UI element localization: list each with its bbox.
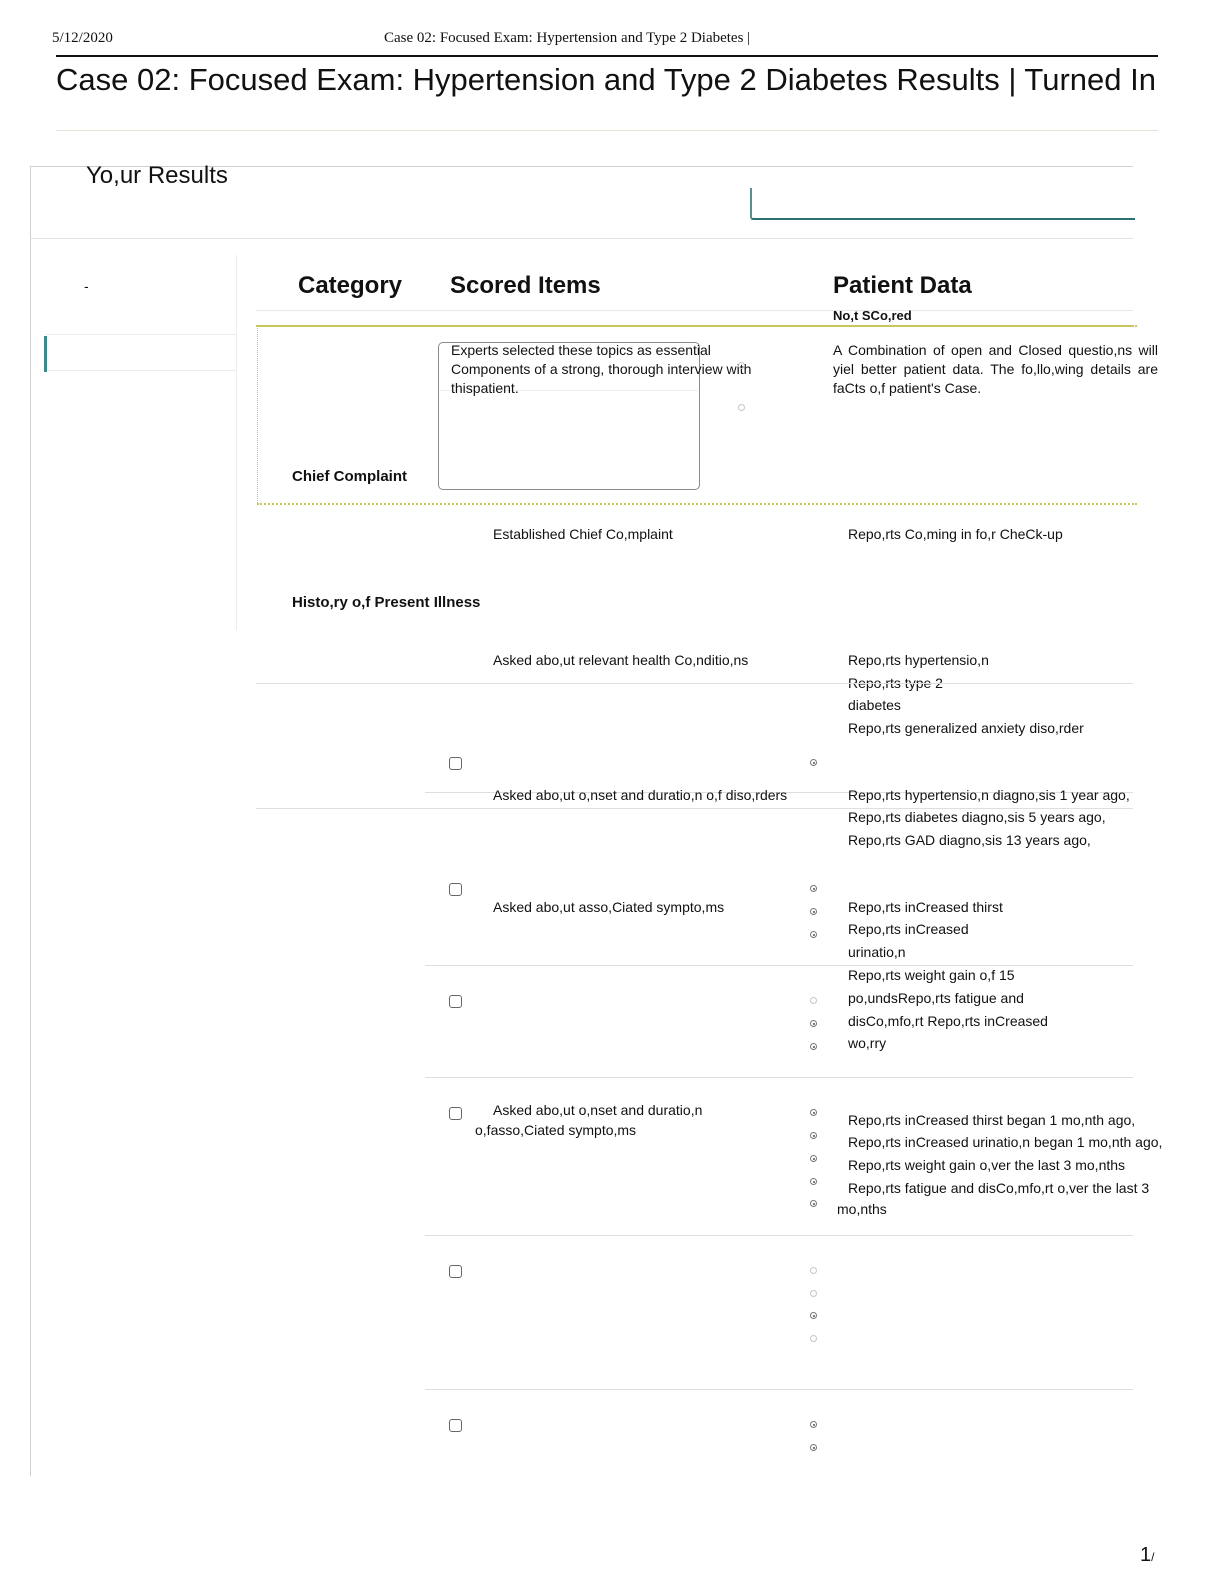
header-rule: [56, 55, 1158, 57]
title-divider: [56, 130, 1158, 131]
row-radio[interactable]: [810, 1178, 817, 1185]
patient-data-line: wo,rry: [848, 1035, 887, 1051]
results-header-divider: [30, 238, 1133, 239]
row-radio[interactable]: [810, 1132, 817, 1139]
intro-radio-1[interactable]: [738, 362, 745, 369]
patient-data-line: Repo,rts weight gain o,f 15: [848, 967, 1015, 983]
row-radio[interactable]: [810, 1290, 817, 1297]
row-radio[interactable]: [810, 1200, 817, 1207]
column-header-scored-items: Scored Items: [450, 272, 601, 299]
row-checkbox[interactable]: [449, 883, 462, 896]
scored-item-onset-associated-symptoms-cont: o,fasso,Ciated sympto,ms: [475, 1122, 637, 1138]
page-number: 1/: [1140, 1544, 1155, 1566]
row-radio[interactable]: [810, 1155, 817, 1162]
expert-info-box-divider: [440, 390, 698, 391]
patient-data-line: po,undsRepo,rts fatigue and: [848, 990, 1024, 1006]
scored-item-onset-duration-disorders: Asked abo,ut o,nset and duratio,n o,f di…: [493, 787, 788, 803]
category-chief-complaint: Chief Complaint: [292, 468, 407, 485]
scored-item-chief-complaint: Established Chief Co,mplaint: [493, 526, 673, 542]
row-checkbox[interactable]: [449, 1265, 462, 1278]
row-radio[interactable]: [810, 1444, 817, 1451]
intro-radio-2[interactable]: [738, 404, 745, 411]
row-radio[interactable]: [810, 1020, 817, 1027]
results-panel-top-border: [30, 166, 1133, 167]
sidebar-dash: -: [84, 278, 89, 294]
expert-info-text: Experts selected these topics as essenti…: [451, 342, 752, 396]
row-radio[interactable]: [810, 1267, 817, 1274]
not-scored-label: No,t SCo,red: [833, 308, 912, 323]
row-radio[interactable]: [810, 1043, 817, 1050]
page-title: Case 02: Focused Exam: Hypertension and …: [56, 62, 1156, 97]
category-history-present-illness: Histo,ry o,f Present Illness: [292, 594, 481, 611]
scored-item-onset-associated-symptoms: Asked abo,ut o,nset and duratio,n: [493, 1102, 703, 1118]
patient-data-line: Repo,rts inCreased urinatio,n began 1 mo…: [848, 1134, 1163, 1150]
row-divider: [425, 965, 1133, 966]
patient-data-line: Repo,rts inCreased thirst: [848, 899, 1003, 915]
print-date: 5/12/2020: [52, 30, 113, 46]
results-heading: Yo,ur Results: [86, 162, 228, 189]
print-doc-title: Case 02: Focused Exam: Hypertension and …: [384, 30, 751, 46]
row-checkbox[interactable]: [449, 1107, 462, 1120]
patient-data-line: diabetes: [848, 697, 901, 713]
expert-info-box: [438, 342, 700, 490]
patient-data-line: Repo,rts generalized anxiety diso,rder: [848, 720, 1084, 736]
row-divider: [425, 1077, 1133, 1078]
score-summary-box: [750, 188, 1135, 220]
intro-patient-data-text: A Combination of open and Closed questio…: [833, 342, 1158, 396]
row-checkbox[interactable]: [449, 757, 462, 770]
row-divider: [425, 1235, 1133, 1236]
patient-data-line: Repo,rts inCreased thirst began 1 mo,nth…: [848, 1112, 1136, 1128]
patient-data-line: Repo,rts hypertensio,n diagno,sis 1 year…: [848, 787, 1130, 803]
patient-data-line: Repo,rts diabetes diagno,sis 5 years ago…: [848, 809, 1106, 825]
row-radio[interactable]: [810, 1109, 817, 1116]
row-radio[interactable]: [810, 1312, 817, 1319]
row-radio[interactable]: [810, 759, 817, 766]
row-divider: [425, 1389, 1133, 1390]
sidebar-item-active-accent[interactable]: [44, 336, 47, 372]
patient-data-line: Repo,rts weight gain o,ver the last 3 mo…: [848, 1157, 1126, 1173]
row-radio[interactable]: [810, 1421, 817, 1428]
row-checkbox[interactable]: [449, 1419, 462, 1432]
row-radio[interactable]: [810, 931, 817, 938]
intro-row-frame: [257, 325, 1137, 505]
column-header-patient-data: Patient Data: [833, 272, 972, 299]
scored-item-health-conditions: Asked abo,ut relevant health Co,nditio,n…: [493, 652, 749, 668]
patient-data-line: Repo,rts fatigue and disCo,mfo,rt o,ver …: [848, 1180, 1150, 1196]
scored-item-associated-symptoms: Asked abo,ut asso,Ciated sympto,ms: [493, 899, 725, 915]
row-checkbox[interactable]: [449, 995, 462, 1008]
column-header-divider: [256, 310, 1133, 311]
patient-data-line: Repo,rts GAD diagno,sis 13 years ago,: [848, 832, 1091, 848]
patient-data-line: mo,nths: [837, 1201, 887, 1217]
sidebar-item-border-bottom: [46, 370, 236, 371]
row-radio[interactable]: [810, 908, 817, 915]
sidebar-item-border-top: [46, 334, 236, 335]
row-radio[interactable]: [810, 997, 817, 1004]
row-divider: [425, 792, 1133, 793]
row-divider: [256, 808, 1133, 809]
patient-data-line: Repo,rts hypertensio,n: [848, 652, 989, 668]
row-radio[interactable]: [810, 1335, 817, 1342]
patient-data-line: Repo,rts inCreased: [848, 921, 969, 937]
row-divider: [256, 683, 1133, 684]
column-header-category: Category: [298, 272, 403, 299]
patient-data-line: disCo,mfo,rt Repo,rts inCreased: [848, 1013, 1048, 1029]
row-radio[interactable]: [810, 885, 817, 892]
patient-data-line: urinatio,n: [848, 944, 906, 960]
results-panel-left-border: [30, 166, 31, 1476]
sidebar-border: [236, 255, 237, 630]
patient-data-line: Repo,rts Co,ming in fo,r CheCk-up: [848, 526, 1063, 542]
